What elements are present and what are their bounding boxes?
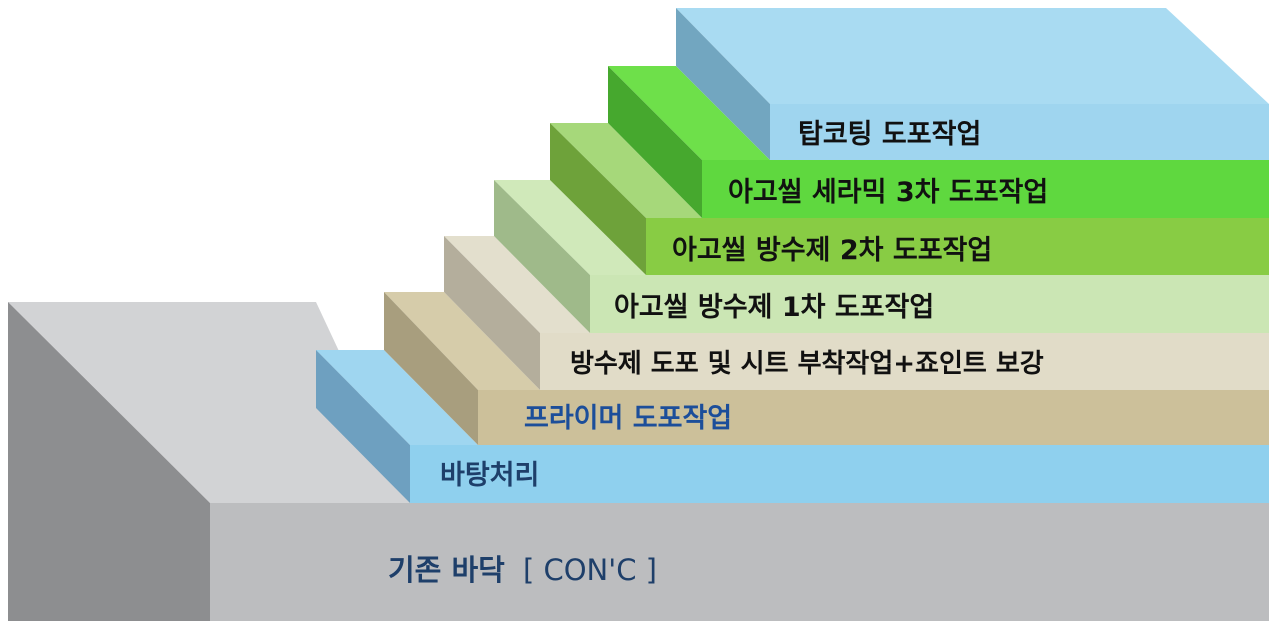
layer-waterproof-2-top bbox=[550, 123, 702, 218]
layer-waterproof-1: 아고씰 방수제 1차 도포작업 bbox=[494, 180, 1269, 333]
layer-sheet-front bbox=[540, 333, 1269, 390]
layer-primer-side bbox=[384, 292, 478, 445]
layer-surface-prep-label: 바탕처리 bbox=[440, 460, 539, 491]
layer-top-coating-side bbox=[676, 8, 770, 160]
layer-ceramic-3-label: 아고씰 세라믹 3차 도포작업 bbox=[728, 177, 1048, 208]
layer-waterproof-1-side bbox=[494, 180, 590, 333]
layer-base-front bbox=[210, 503, 1269, 621]
layer-waterproof-1-top bbox=[494, 180, 646, 275]
layer-base-label-main: 기존 바닥 bbox=[388, 553, 505, 587]
layer-base-side bbox=[8, 302, 210, 621]
layer-top-coating-label: 탑코팅 도포작업 bbox=[798, 119, 981, 150]
layer-base-label-suffix: [ CON'C ] bbox=[523, 553, 657, 587]
layer-surface-prep-side bbox=[316, 350, 410, 503]
layer-waterproof-2-label: 아고씰 방수제 2차 도포작업 bbox=[672, 235, 992, 266]
layer-primer-label: 프라이머 도포작업 bbox=[524, 403, 732, 434]
layer-sheet-top bbox=[444, 236, 590, 333]
layer-waterproof-1-label: 아고씰 방수제 1차 도포작업 bbox=[614, 292, 934, 323]
layer-waterproof-2: 아고씰 방수제 2차 도포작업 bbox=[550, 123, 1269, 275]
layer-primer-front bbox=[478, 390, 1269, 445]
layer-waterproof-2-side bbox=[550, 123, 646, 275]
layer-top-coating-front bbox=[770, 104, 1269, 160]
layer-surface-prep-top bbox=[316, 350, 478, 445]
layer-ceramic-3-side bbox=[608, 66, 702, 218]
layer-top-coating: 탑코팅 도포작업 bbox=[676, 8, 1269, 160]
layer-sheet-label: 방수제 도포 및 시트 부착작업+죠인트 보강 bbox=[570, 349, 1044, 379]
layer-base-label: 기존 바닥 [ CON'C ] bbox=[388, 553, 657, 587]
layer-sheet-side bbox=[444, 236, 540, 390]
layer-waterproof-1-front bbox=[590, 275, 1269, 333]
layer-sheet: 방수제 도포 및 시트 부착작업+죠인트 보강 bbox=[444, 236, 1269, 390]
layer-ceramic-3: 아고씰 세라믹 3차 도포작업 bbox=[608, 66, 1269, 218]
layer-ceramic-3-top bbox=[608, 66, 770, 160]
layer-top-coating-top bbox=[676, 8, 1269, 104]
layer-surface-prep: 바탕처리 bbox=[316, 350, 1269, 503]
layer-waterproof-2-front bbox=[646, 218, 1269, 275]
layer-primer: 프라이머 도포작업 bbox=[384, 292, 1269, 445]
layer-base-top bbox=[8, 302, 410, 503]
layer-base: 기존 바닥 [ CON'C ] bbox=[8, 302, 1269, 621]
layer-primer-top bbox=[384, 292, 540, 390]
layer-surface-prep-front bbox=[410, 445, 1269, 503]
layer-ceramic-3-front bbox=[702, 160, 1269, 218]
